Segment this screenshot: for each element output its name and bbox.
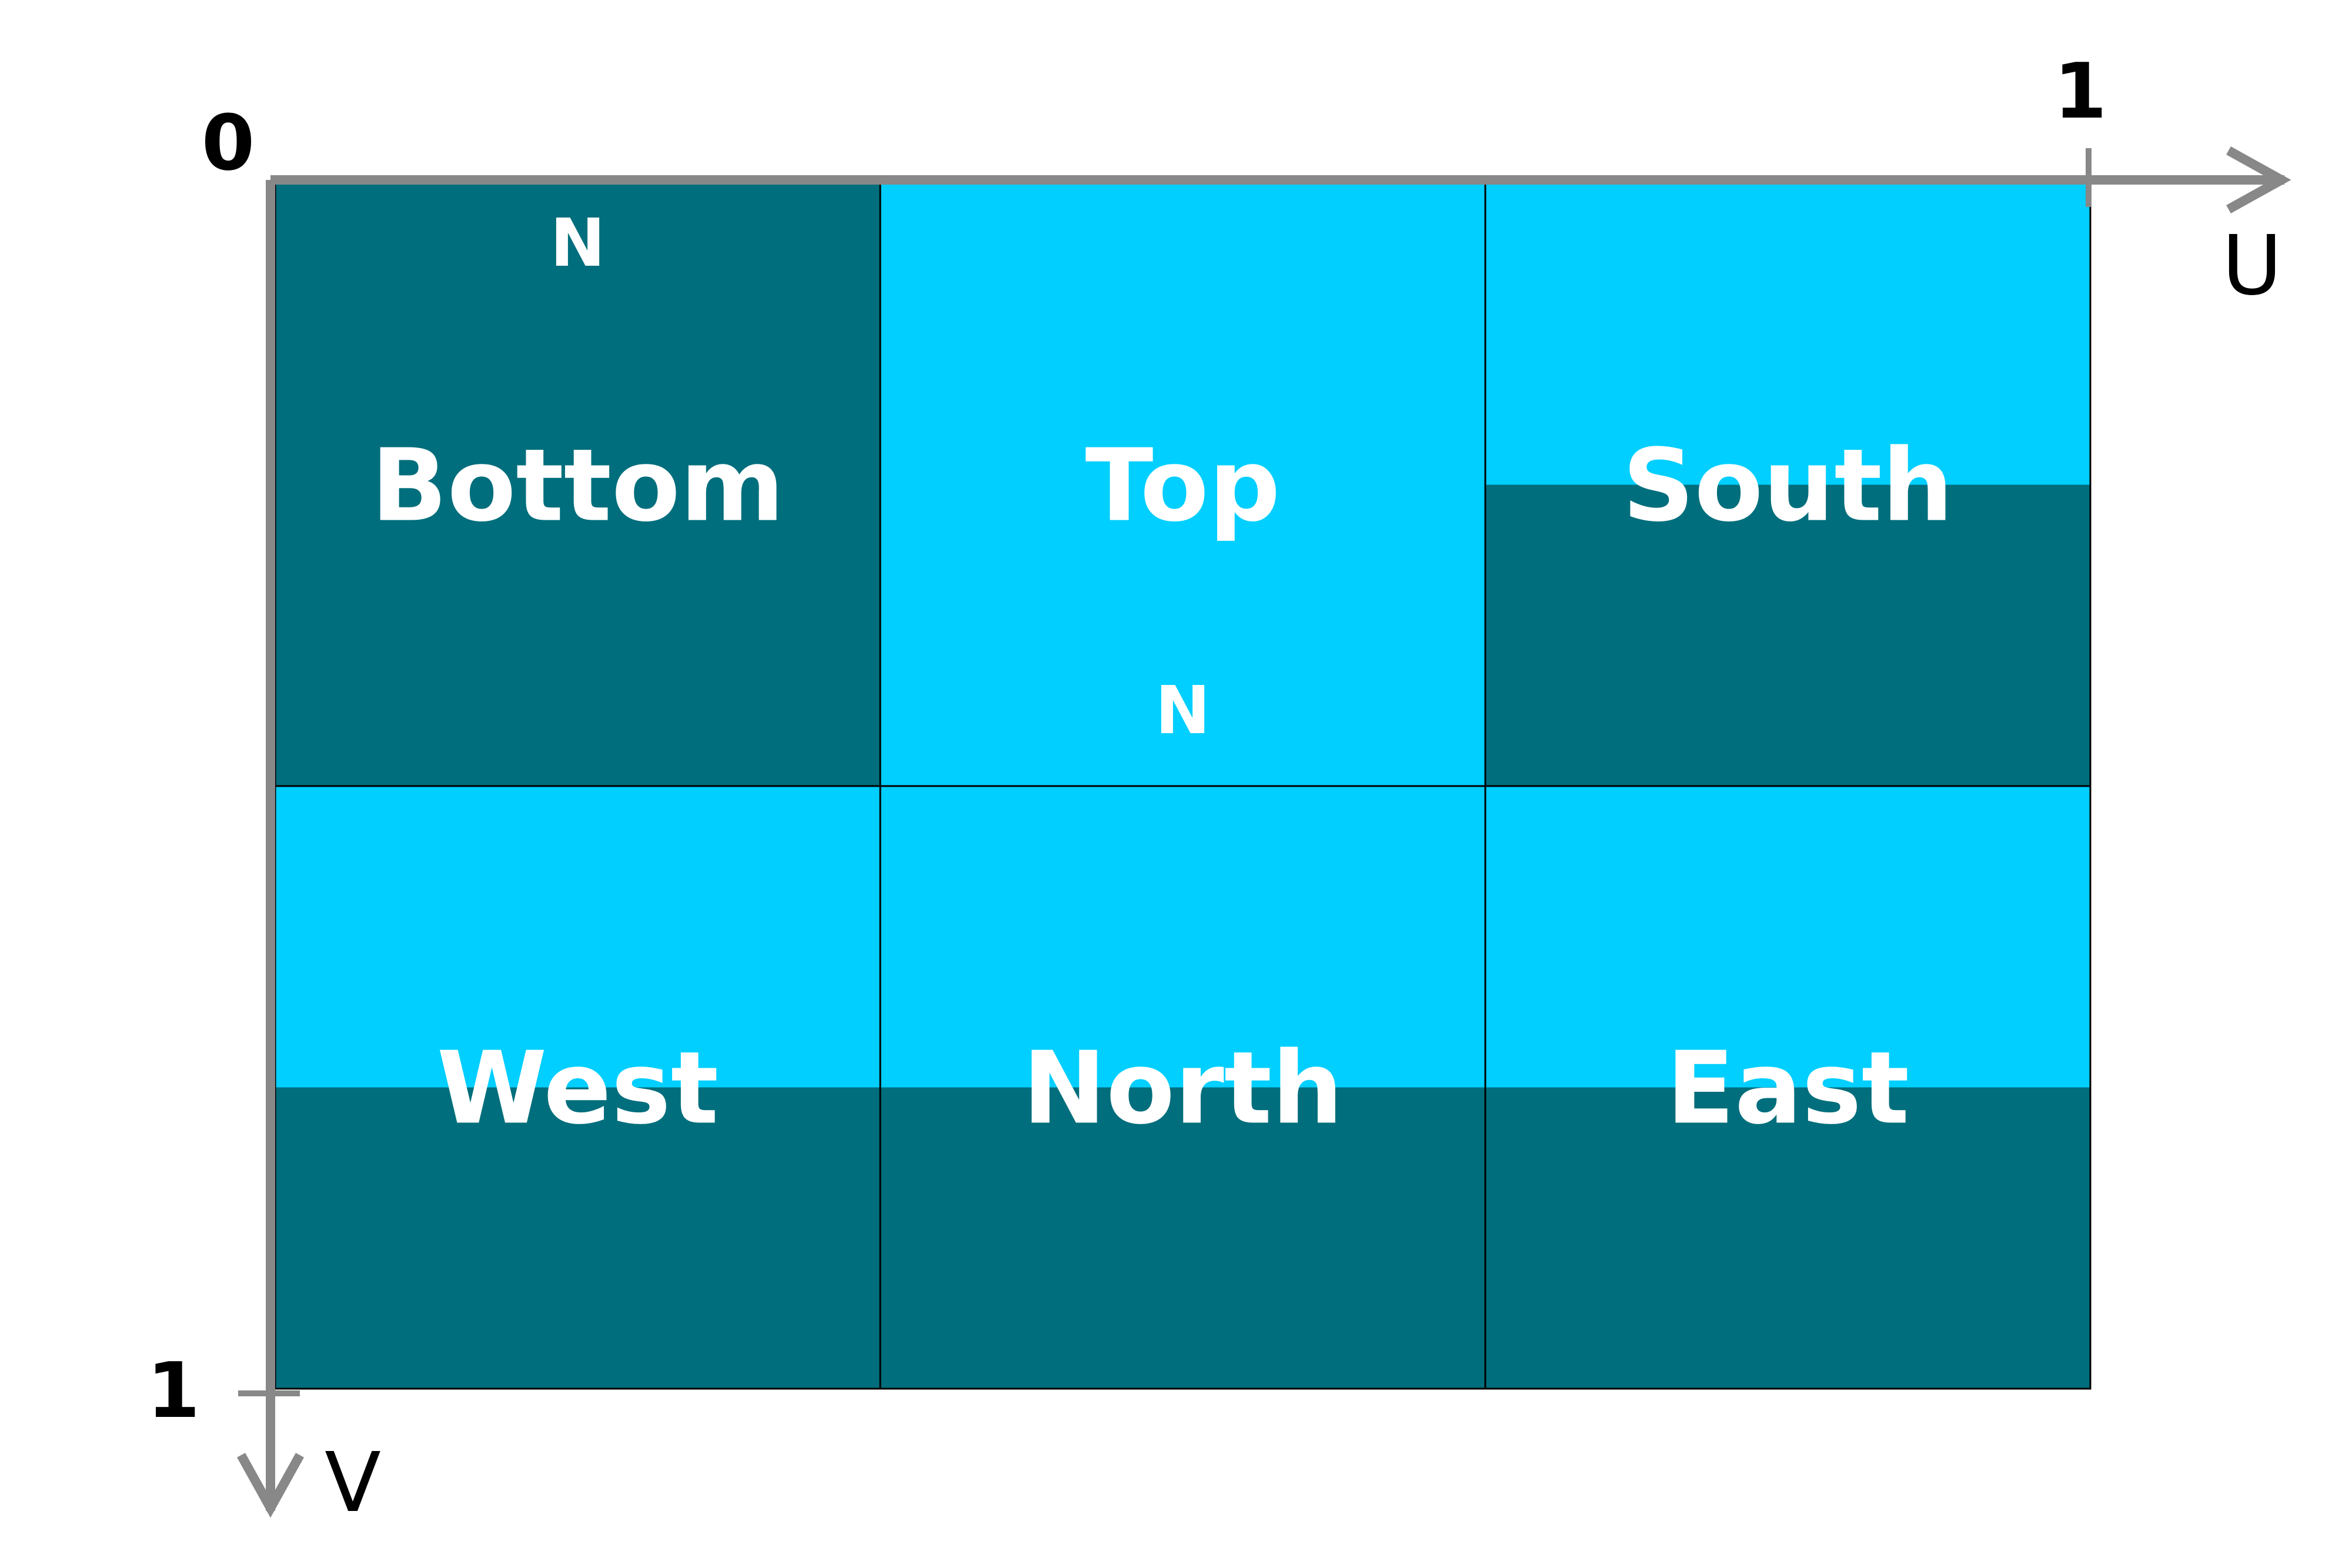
- face-east-fill-lower: [1485, 1087, 2090, 1389]
- face-top-normal-marker: N: [1155, 673, 1211, 749]
- face-east-label: East: [1666, 1031, 1909, 1147]
- face-bottom-label: Bottom: [371, 428, 784, 544]
- face-north: North: [879, 785, 1486, 1390]
- origin-label: 0: [202, 98, 255, 188]
- face-bottom-fill: [275, 183, 880, 786]
- face-east-border: [1484, 785, 2092, 1390]
- v-axis-label: V: [325, 1435, 381, 1531]
- face-north-label: North: [1023, 1031, 1343, 1147]
- u-max-label: 1: [2054, 46, 2107, 136]
- face-top-fill: [880, 183, 1485, 786]
- face-south-label: South: [1622, 428, 1953, 544]
- v-max-label: 1: [147, 1346, 200, 1435]
- face-bottom-normal-marker: N: [550, 205, 606, 282]
- face-east: East: [1484, 785, 2092, 1390]
- face-west-fill-lower: [275, 1087, 880, 1389]
- face-east-fill-upper: [1485, 786, 2090, 1088]
- face-west-fill-upper: [275, 786, 880, 1088]
- face-north-fill-lower: [880, 1087, 1485, 1389]
- u-axis-label: U: [2222, 218, 2282, 314]
- face-south-fill-upper: [1485, 183, 2090, 485]
- face-top-label: Top: [1085, 428, 1281, 544]
- face-bottom: Bottom N: [274, 182, 881, 787]
- face-west-label: West: [437, 1031, 719, 1147]
- face-north-fill-upper: [880, 786, 1485, 1088]
- axes: 0 1 1 U V: [147, 46, 2291, 1531]
- face-south: South: [1484, 182, 2092, 787]
- u-axis-arrowhead: [2226, 146, 2291, 213]
- face-south-fill-lower: [1485, 484, 2090, 786]
- v-axis-arrowhead: [237, 1453, 304, 1518]
- face-west: West: [274, 785, 881, 1390]
